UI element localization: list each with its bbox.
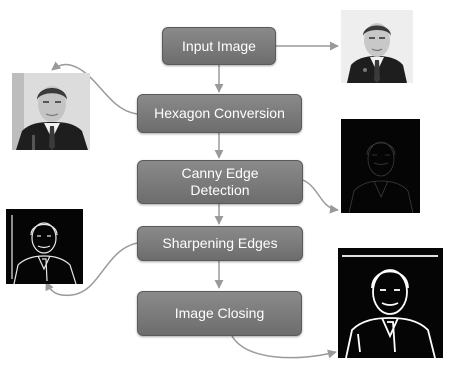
arrow-to-sharpened-edges	[45, 242, 138, 297]
step-canny-label-line1: Canny Edge	[181, 165, 259, 181]
sharpened-edges-image	[6, 209, 83, 284]
arrow-to-canny-edges	[302, 179, 339, 214]
step-input-image: Input Image	[162, 27, 276, 65]
hexagon-photo	[12, 73, 90, 150]
step-image-closing: Image Closing	[137, 291, 302, 336]
step-hexagon-conversion: Hexagon Conversion	[137, 94, 302, 133]
step-hexagon-conversion-label: Hexagon Conversion	[154, 105, 285, 121]
input-photo	[341, 10, 413, 83]
step-input-image-label: Input Image	[182, 37, 256, 54]
step-canny-label-line2: Detection	[190, 182, 250, 198]
step-sharpening-edges: Sharpening Edges	[137, 226, 303, 261]
arrow-to-closed-edges	[231, 335, 337, 359]
step-sharpening-edges-label: Sharpening Edges	[162, 235, 278, 251]
step-image-closing-label: Image Closing	[174, 305, 265, 321]
closed-edges-image	[338, 248, 443, 358]
canny-edges-image	[341, 119, 420, 213]
arrow-to-hexagon-photo	[51, 61, 138, 115]
step-canny-edge-detection: Canny Edge Detection	[137, 160, 303, 204]
